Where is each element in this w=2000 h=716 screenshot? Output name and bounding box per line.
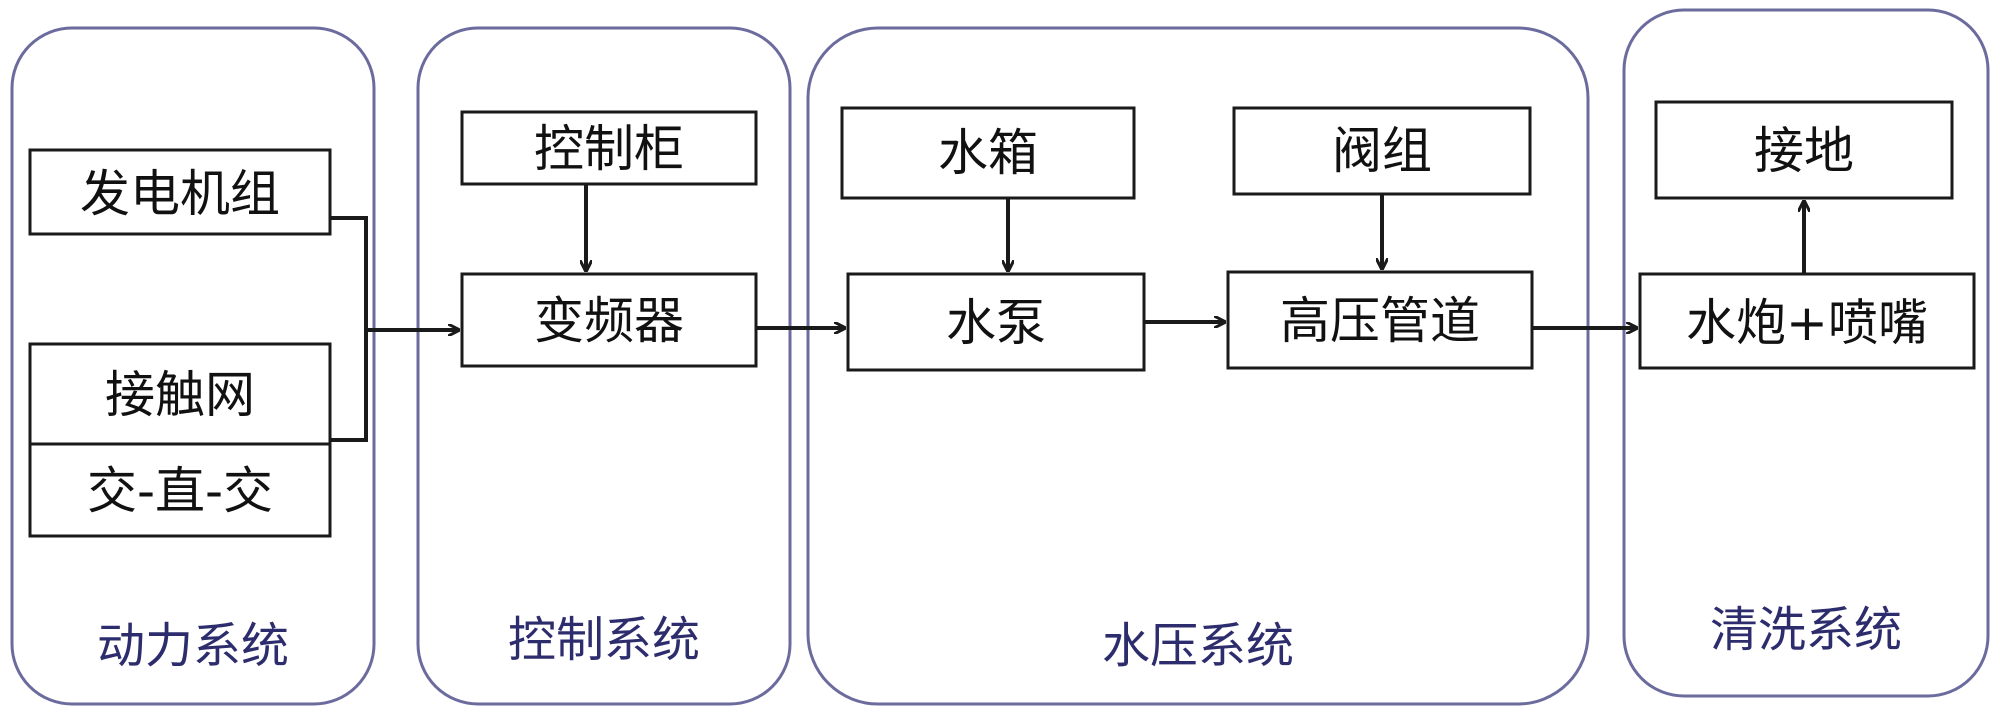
water-pump-box	[846, 272, 1146, 372]
grounding-label: 接地	[1754, 122, 1854, 180]
catenary-label: 接触网	[105, 366, 255, 424]
valve-group-box	[1232, 106, 1532, 196]
group-label-cleaning: 清洗系统	[1710, 602, 1902, 658]
high-pressure-pipe-label: 高压管道	[1280, 292, 1480, 350]
water-tank-box	[840, 106, 1136, 200]
group-label-power: 动力系统	[97, 618, 289, 674]
generator-label: 发电机组	[80, 165, 280, 223]
high-pressure-pipe-box	[1226, 270, 1534, 370]
ac-dc-ac-box	[28, 442, 332, 538]
ac-dc-ac-label: 交-直-交	[87, 462, 273, 520]
inverter-label: 变频器	[534, 292, 684, 350]
control-cabinet-label: 控制柜	[534, 120, 684, 178]
grounding-box	[1654, 100, 1954, 200]
generator-box	[28, 148, 332, 236]
valve-group-label: 阀组	[1332, 122, 1432, 180]
group-label-hydraulic: 水压系统	[1102, 618, 1294, 674]
group-label-control: 控制系统	[508, 612, 700, 668]
cannon-nozzle-label: 水炮+喷嘴	[1686, 294, 1928, 352]
control-cabinet-box	[460, 110, 758, 186]
water-tank-label: 水箱	[938, 124, 1038, 182]
inverter-box	[460, 272, 758, 368]
catenary-box	[28, 342, 332, 446]
water-pump-label: 水泵	[946, 294, 1046, 352]
cannon-nozzle-box	[1638, 272, 1976, 370]
